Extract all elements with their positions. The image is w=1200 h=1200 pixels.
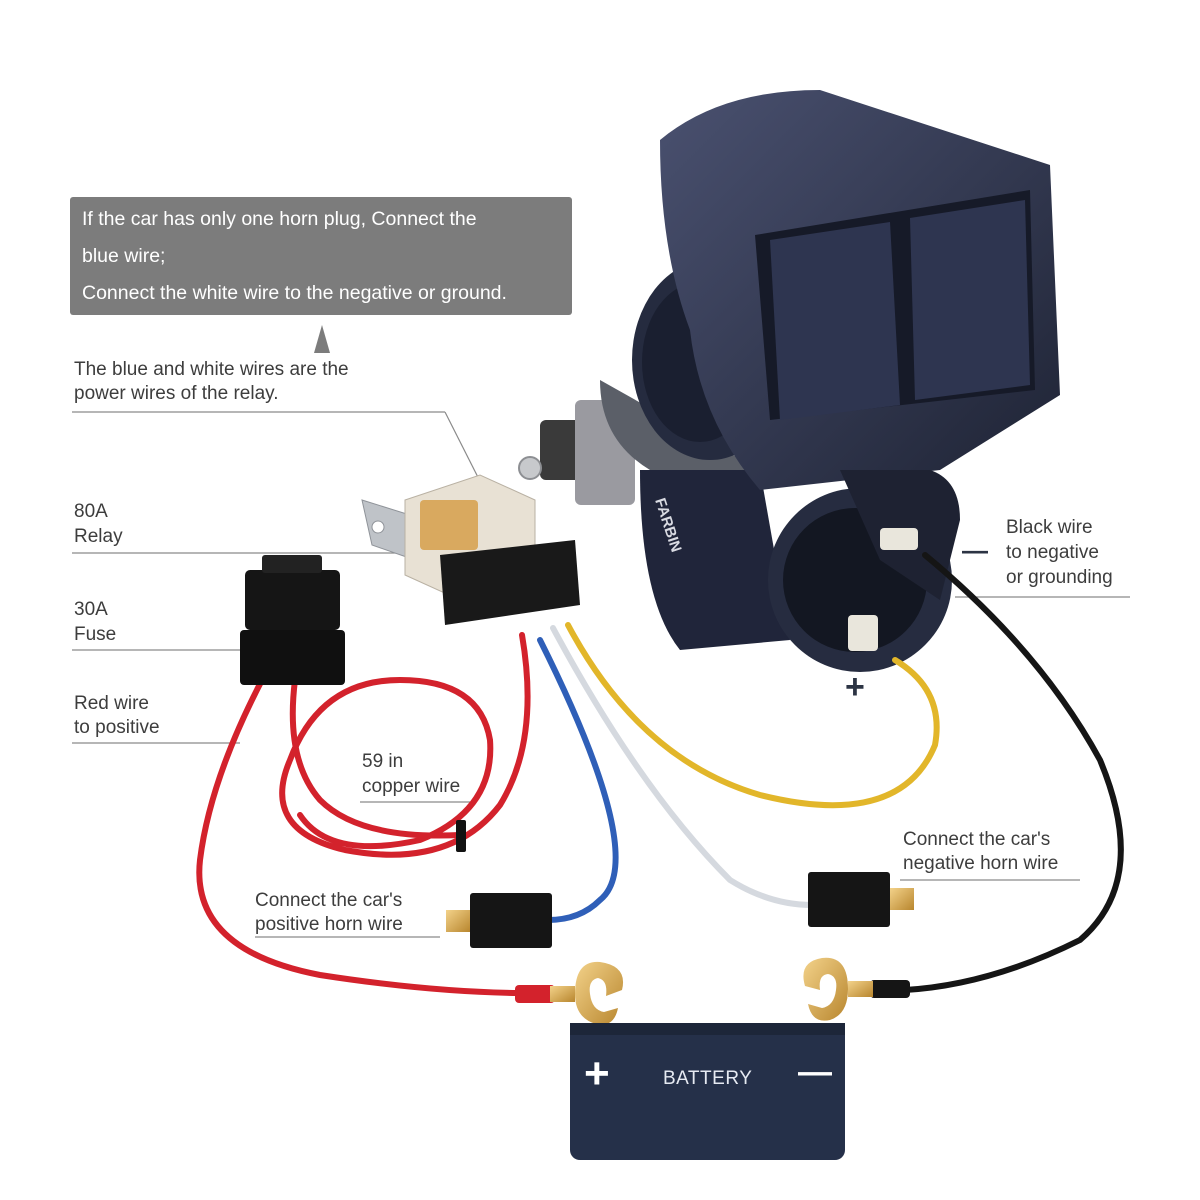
blue-wire xyxy=(537,637,619,923)
black-wire xyxy=(902,552,1124,993)
red-wire-fuse-loop xyxy=(289,677,463,839)
relay-rating-label: 80A xyxy=(74,501,108,522)
fuse-holder xyxy=(240,555,345,685)
callout-line-2: blue wire; xyxy=(82,245,166,267)
negative-horn-label-line-1: Connect the car's xyxy=(903,829,1051,850)
red-wire-label-line-2: to positive xyxy=(74,717,160,738)
negative-horn-connector xyxy=(808,872,914,927)
relay xyxy=(361,474,580,625)
black-wire-label-line-2: to negative xyxy=(1006,542,1099,563)
copper-wire-tie xyxy=(456,820,466,852)
red-wire-label-line-1: Red wire xyxy=(74,693,149,714)
white-wire xyxy=(550,625,815,908)
callout-line-3: Connect the white wire to the negative o… xyxy=(82,282,507,304)
battery xyxy=(570,1023,845,1160)
negative-horn-label-line-2: negative horn wire xyxy=(903,853,1059,874)
copper-wire-label-line-2: copper wire xyxy=(362,776,461,797)
relay-label: Relay xyxy=(74,526,123,547)
instruction-callout: If the car has only one horn plug, Conne… xyxy=(70,197,572,315)
black-wire-label-line-3: or grounding xyxy=(1006,567,1113,588)
battery-label: BATTERY xyxy=(663,1068,753,1089)
fuse-rating-label: 30A xyxy=(74,599,108,620)
positive-horn-label-line-1: Connect the car's xyxy=(255,890,403,911)
battery-negative-sign: — xyxy=(798,1053,832,1091)
relay-power-label-line-2: power wires of the relay. xyxy=(74,383,279,404)
positive-horn-label-line-2: positive horn wire xyxy=(255,914,403,935)
battery-positive-sign: + xyxy=(584,1049,610,1098)
positive-horn-connector xyxy=(446,893,552,948)
copper-wire-label-line-1: 59 in xyxy=(362,751,404,772)
horn-positive-sign: + xyxy=(845,668,865,706)
wires xyxy=(196,552,1124,996)
callout-pointer xyxy=(314,325,330,353)
air-horn: FARBIN xyxy=(518,90,1060,672)
relay-power-label-line-1: The blue and white wires are the xyxy=(74,359,349,380)
red-wire-to-fuse xyxy=(279,632,531,858)
red-wire-to-battery xyxy=(196,677,521,996)
callout-line-1: If the car has only one horn plug, Conne… xyxy=(82,208,477,230)
fuse-label: Fuse xyxy=(74,624,117,645)
black-wire-label-line-1: Black wire xyxy=(1006,517,1093,538)
positive-battery-terminal xyxy=(515,961,624,1025)
horn-negative-sign: — xyxy=(962,535,988,565)
negative-battery-terminal xyxy=(803,957,910,1021)
leader-lines xyxy=(72,411,1130,938)
yellow-wire xyxy=(565,622,940,809)
